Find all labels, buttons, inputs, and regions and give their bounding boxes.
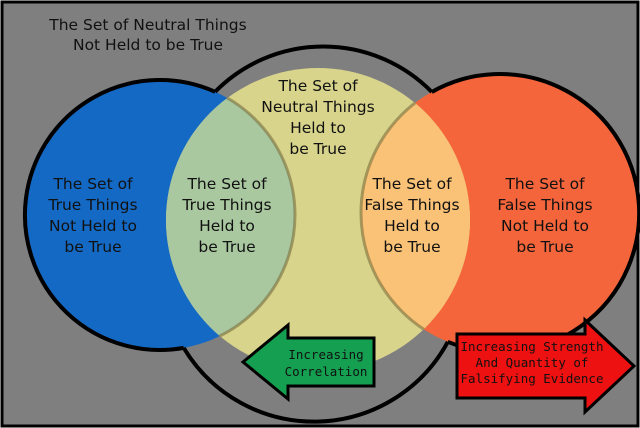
false-held-label-line-1: The Set of (371, 175, 452, 193)
falsifying-evidence-arrow (455, 316, 637, 416)
true-not-held-outline (22, 78, 216, 352)
false-held-boundary (359, 72, 470, 354)
true-held-boundary (166, 78, 297, 352)
true-not-held-label-line-4: be True (64, 238, 121, 256)
neutral-not-held-label-line-2: Not Held to be True (73, 36, 223, 54)
neutral-held-label-line-2: Neutral Things (261, 98, 374, 116)
true-held-label-line-3: Held to (199, 217, 255, 235)
false-not-held-label-line-2: False Things (497, 196, 592, 214)
false-not-held-label-line-4: be True (516, 238, 573, 256)
falsifying-evidence-label-line-3: Falsifying Evidence (461, 371, 604, 386)
true-held-region (166, 80, 295, 350)
neutral-held-outline (213, 44, 434, 94)
false-held-label-line-3: Held to (384, 217, 440, 235)
false-held-label-line-2: False Things (364, 196, 459, 214)
falsifying-evidence-label-line-1: Increasing Strength (461, 339, 604, 354)
neutral-held-label-line-1: The Set of (277, 77, 358, 95)
false-held-region (361, 74, 470, 352)
falsifying-evidence-label-line-2: And Quantity of (476, 355, 589, 370)
increasing-correlation-label-line-1: Increasing (288, 347, 363, 362)
neutral-held-label-line-4: be True (289, 140, 346, 158)
increasing-correlation-arrow (240, 321, 376, 403)
neutral-held-label-line-3: Held to (290, 119, 346, 137)
true-held-label-line-1: The Set of (186, 175, 267, 193)
true-not-held-label-line-2: True Things (47, 196, 137, 214)
true-not-held-label-line-1: The Set of (52, 175, 133, 193)
false-not-held-label-line-3: Not Held to (501, 217, 589, 235)
true-not-held-label-line-3: Not Held to (49, 217, 137, 235)
true-held-label-line-4: be True (198, 238, 255, 256)
increasing-correlation-label-line-2: Correlation (285, 364, 368, 379)
false-not-held-label-line-1: The Set of (504, 175, 585, 193)
true-held-label-line-2: True Things (181, 196, 271, 214)
false-held-label-line-4: be True (383, 238, 440, 256)
neutral-not-held-label-line-1: The Set of Neutral Things (48, 16, 246, 34)
neutral-held-lower-outline (181, 340, 450, 424)
